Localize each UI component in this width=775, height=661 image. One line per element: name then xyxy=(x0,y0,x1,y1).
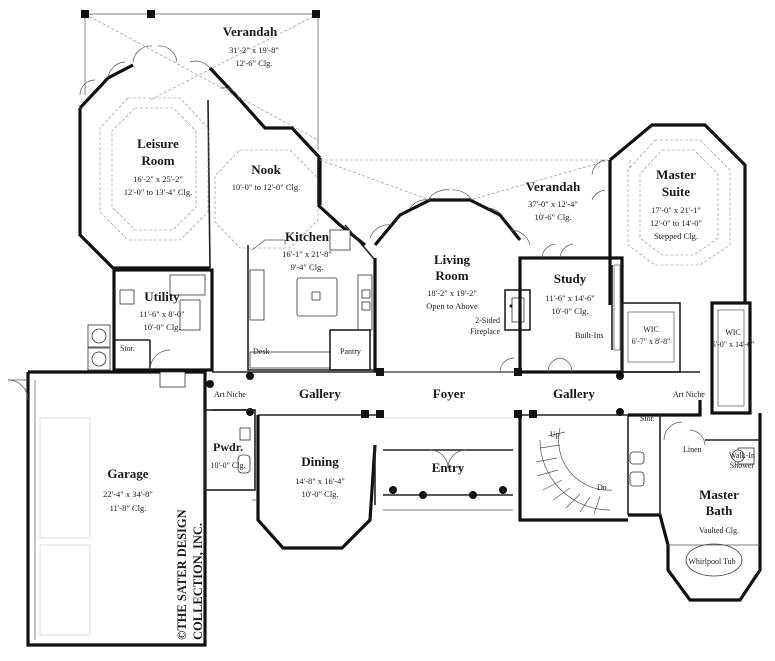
dining-name: Dining xyxy=(301,454,339,469)
dining-room-walls xyxy=(252,415,377,550)
utility-dims: 11'-6" x 8'-0" xyxy=(139,309,184,319)
gallery-left-name: Gallery xyxy=(299,386,341,401)
study-name: Study xyxy=(554,271,587,286)
verandah-top-dims: 31'-2" x 19'-8" xyxy=(229,45,279,55)
foyer-name: Foyer xyxy=(433,386,466,401)
living-room-dims: 18'-2" x 19'-2" xyxy=(427,288,477,298)
master-suite-clg: 12'-0" to 14'-0" xyxy=(650,218,702,228)
utility-clg: 10'-0" Clg. xyxy=(143,322,180,332)
pantry-label: Pantry xyxy=(340,347,361,356)
kitchen-walls xyxy=(247,224,376,371)
garage-dims: 22'-4" x 34'-8" xyxy=(103,489,153,499)
study-clg: 10'-0" Clg. xyxy=(551,306,588,316)
wic1-dims: 6'-7" x 8'-8" xyxy=(632,337,671,346)
storage-right-label: Stor. xyxy=(640,414,655,423)
fireplace-label2: Fireplace xyxy=(470,327,500,336)
verandah-mid-name: Verandah xyxy=(526,179,581,194)
leisure-room-walls xyxy=(78,45,322,270)
staircase xyxy=(518,415,628,522)
nook-clg: 10'-0" to 12'-0" Clg. xyxy=(232,182,301,192)
living-room-name: Living xyxy=(434,252,471,267)
master-suite-dims: 17'-0" x 21'-1" xyxy=(651,205,701,215)
kitchen-clg: 9'-4" Clg. xyxy=(291,262,324,272)
garage-walls xyxy=(7,370,207,647)
master-bath-clg: Vaulted Clg. xyxy=(699,526,739,535)
utility-name: Utility xyxy=(144,289,180,304)
verandah-mid-clg: 10'-6" Clg. xyxy=(534,212,571,222)
master-bath-walls xyxy=(628,400,762,602)
powder-room-clg: 10'-0" Clg. xyxy=(211,461,246,470)
kitchen-dims: 16'-1" x 21'-8" xyxy=(282,249,332,259)
stair-up-label: Up xyxy=(550,430,560,439)
living-room-note: Open to Above xyxy=(426,301,478,311)
powder-room-name: Pwdr. xyxy=(213,440,243,454)
walk-in-shower-label2: Shower xyxy=(730,461,755,470)
utility-walls xyxy=(87,268,214,372)
art-niche-right-label: Art Niche xyxy=(673,390,705,399)
fixture-labels: 2-Sided Fireplace Built-Ins Desk Pantry … xyxy=(120,316,755,566)
wic-walls xyxy=(621,301,752,415)
dining-dims: 14'-8" x 16'-4" xyxy=(295,476,345,486)
verandah-top-name: Verandah xyxy=(223,24,278,39)
wic2-name: WIC xyxy=(725,328,741,337)
whirlpool-tub-label: Whirlpool Tub xyxy=(688,557,735,566)
study-dims: 11'-6" x 14'-6" xyxy=(545,293,594,303)
master-suite-walls xyxy=(591,123,747,305)
master-bath-name2: Bath xyxy=(706,503,734,518)
fireplace-label1: 2-Sided xyxy=(475,316,500,325)
built-ins-label: Built-Ins xyxy=(575,331,603,340)
art-niche-left-label: Art Niche xyxy=(214,390,246,399)
desk-label: Desk xyxy=(253,347,269,356)
master-suite-name: Master xyxy=(656,167,696,182)
copyright-line2: COLLECTION, INC. xyxy=(191,523,205,640)
copyright-line1: ©THE SATER DESIGN xyxy=(175,509,189,640)
kitchen-name: Kitchen xyxy=(285,229,330,244)
storage-left-label: Stor. xyxy=(120,344,135,353)
leisure-room-dims: 16'-2" x 25'-2" xyxy=(133,174,183,184)
entry-name: Entry xyxy=(432,460,465,475)
leisure-room-name2: Room xyxy=(141,153,174,168)
master-bath-name: Master xyxy=(699,487,739,502)
walk-in-shower-label1: Walk-In xyxy=(729,451,755,460)
nook-name: Nook xyxy=(251,162,281,177)
verandah-top-clg: 12'-6" Clg. xyxy=(235,58,272,68)
gallery-right-name: Gallery xyxy=(553,386,595,401)
wic1-name: WIC xyxy=(643,325,659,334)
dining-clg: 10'-0" Clg. xyxy=(301,489,338,499)
linen-label: Linen xyxy=(683,445,702,454)
room-labels: Verandah 31'-2" x 19'-8" 12'-6" Clg. Lei… xyxy=(103,24,754,535)
entry-walls xyxy=(383,449,513,511)
garage-name: Garage xyxy=(107,466,148,481)
master-suite-name2: Suite xyxy=(662,184,690,199)
verandah-mid-dims: 37'-0" x 12'-4" xyxy=(528,199,578,209)
copyright-watermark: ©THE SATER DESIGN COLLECTION, INC. xyxy=(175,509,205,640)
master-suite-clg2: Stepped Clg. xyxy=(654,231,698,241)
garage-clg: 11'-8" Clg. xyxy=(110,503,147,513)
verandah-top-outline xyxy=(81,10,320,150)
wic2-dims: 5'-0" x 14'-6" xyxy=(712,340,755,349)
stair-down-label: Dn xyxy=(597,483,607,492)
leisure-room-clg: 12'-0" to 13'-4" Clg. xyxy=(124,187,193,197)
powder-room-walls xyxy=(204,409,256,491)
leisure-room-name: Leisure xyxy=(137,136,179,151)
living-room-name2: Room xyxy=(435,268,468,283)
